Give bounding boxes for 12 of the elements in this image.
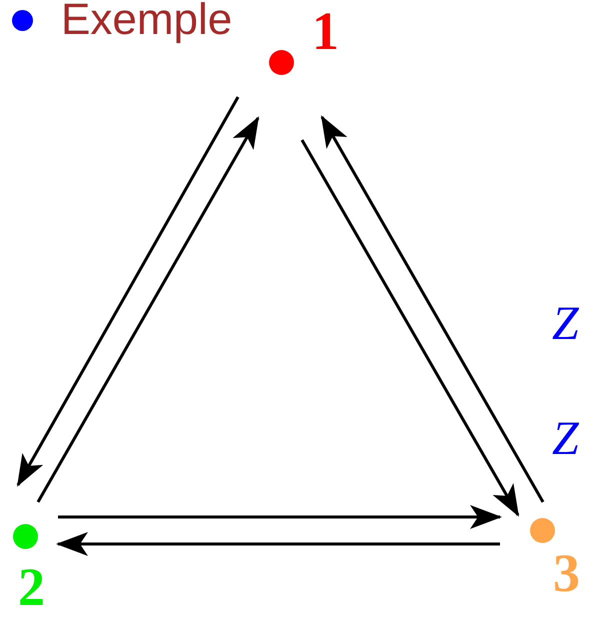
node-number: 3 [553, 546, 580, 600]
math-label: Z [552, 415, 579, 463]
arrow [300, 139, 520, 517]
arrow [58, 505, 502, 529]
arrow [320, 115, 544, 503]
node-number: 1 [312, 4, 339, 58]
arrow [56, 532, 500, 556]
node-number: 2 [18, 560, 45, 614]
arrow [36, 116, 260, 503]
math-label: Z [552, 300, 579, 348]
legend-text: Exemple [61, 0, 232, 42]
arrow [16, 96, 240, 487]
